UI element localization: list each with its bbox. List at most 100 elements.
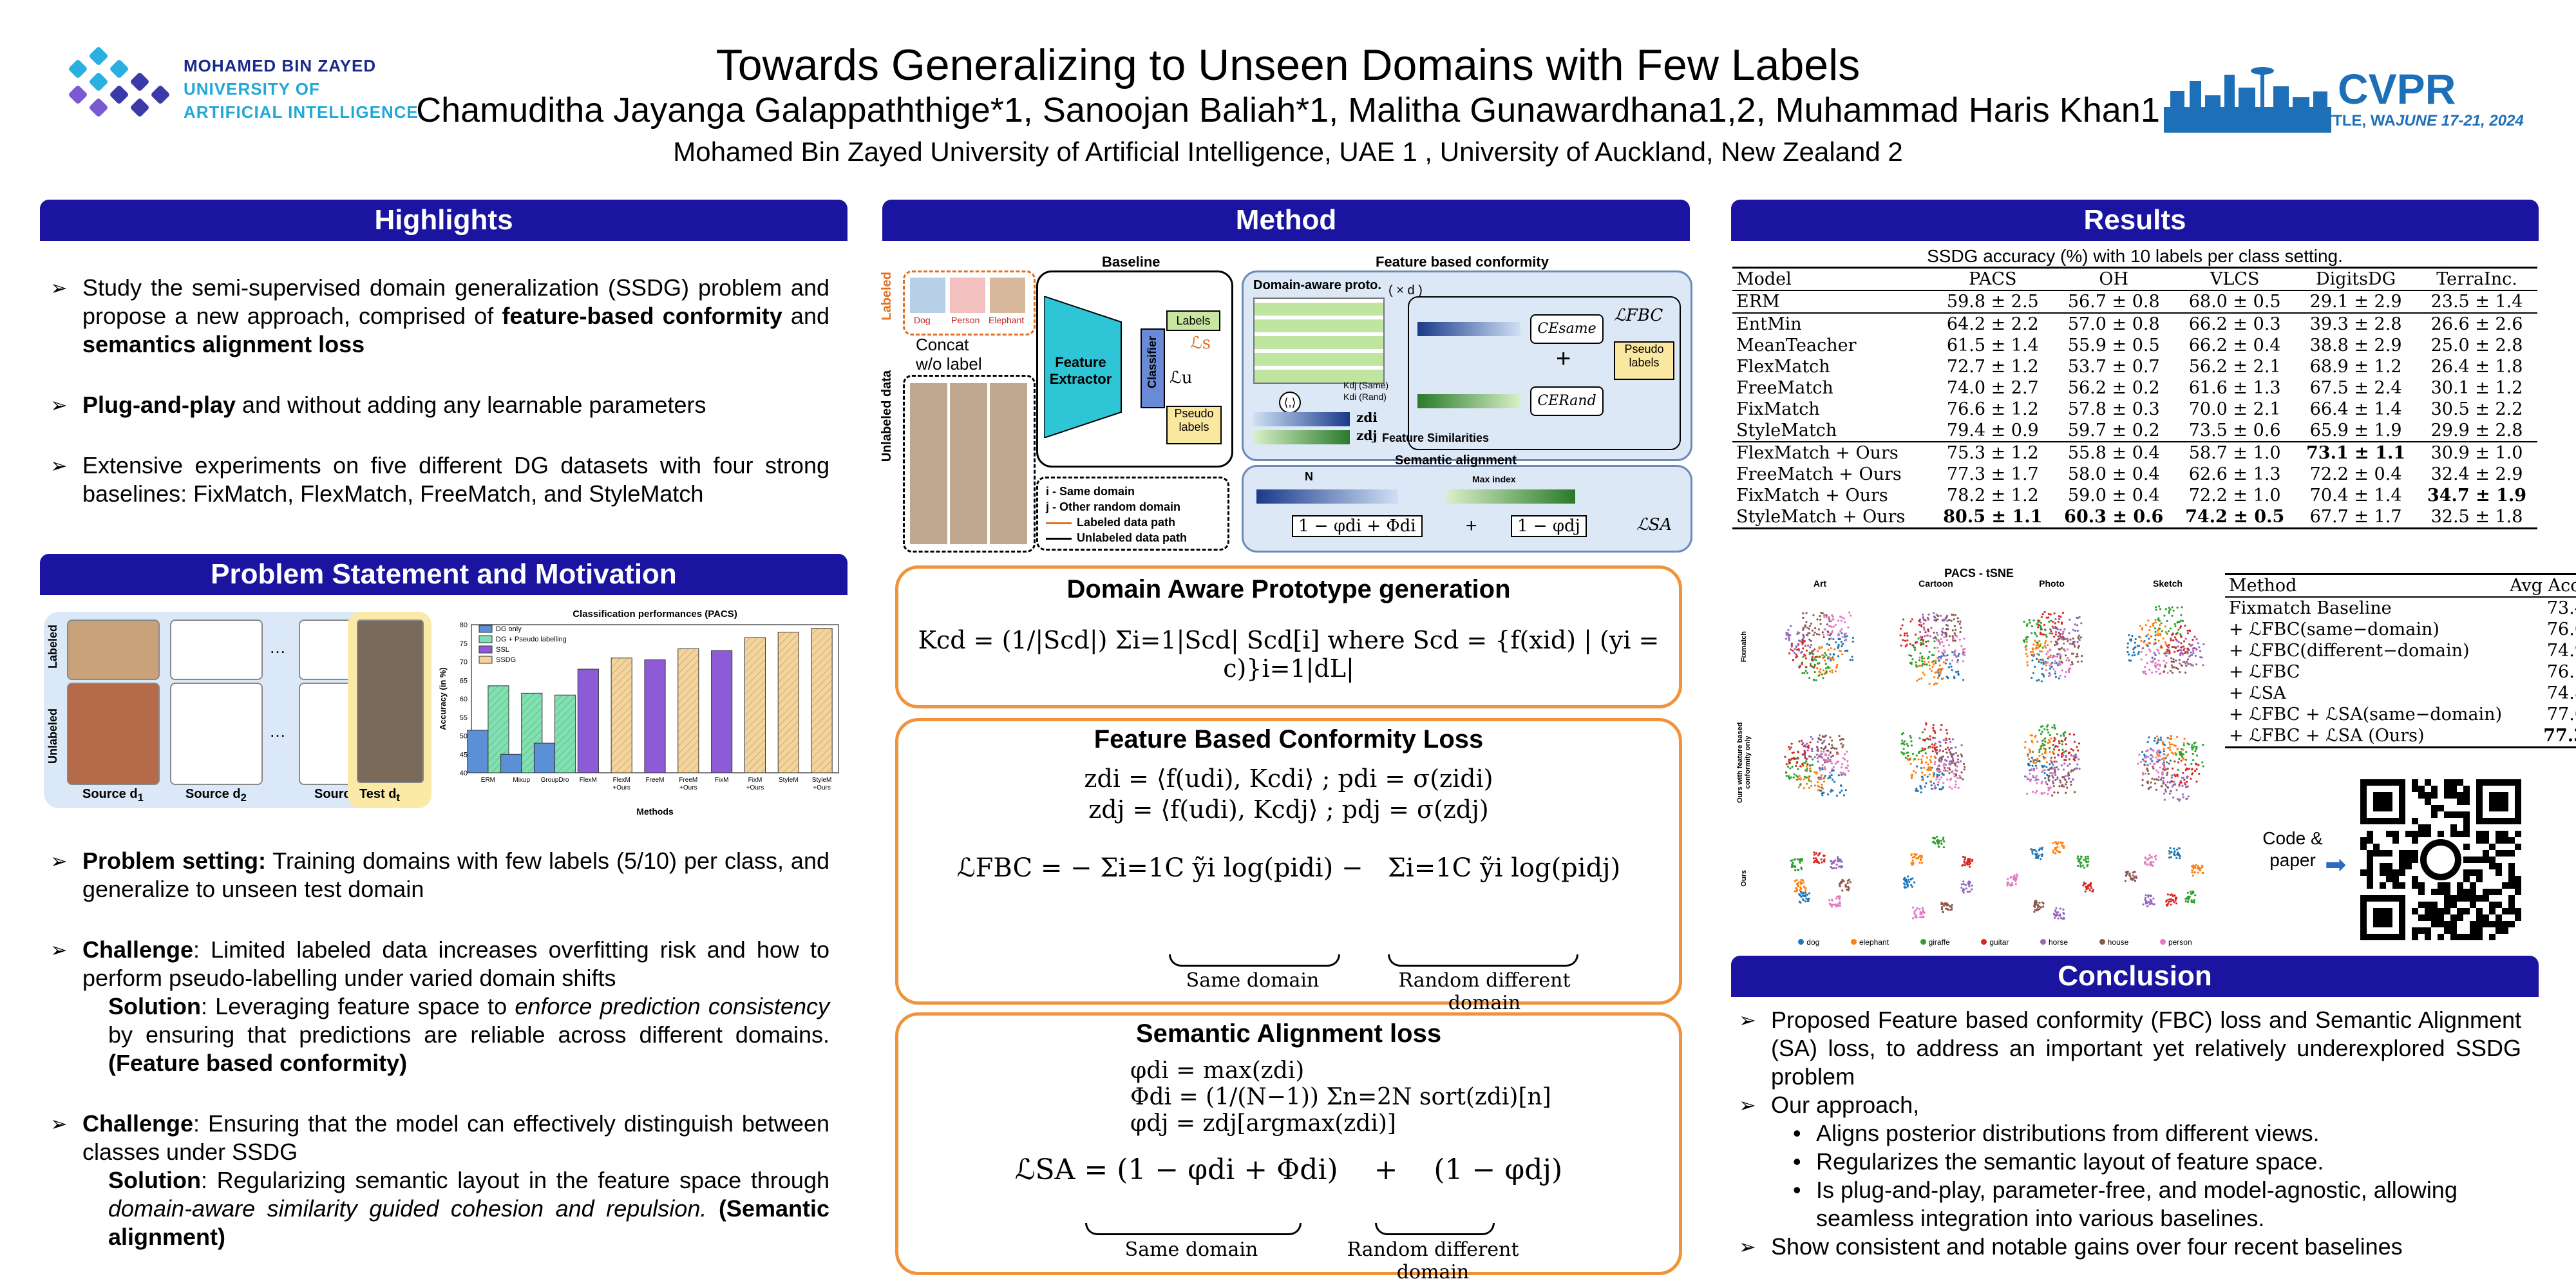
- tsne-point: [2051, 762, 2054, 764]
- tsne-point: [1921, 665, 1924, 667]
- tsne-point: [1950, 620, 1953, 622]
- tsne-point: [2196, 866, 2199, 869]
- tsne-point: [2023, 746, 2027, 749]
- tsne-point: [1933, 762, 1936, 766]
- tsne-point: [1925, 782, 1927, 784]
- same-prediction-bar: [1417, 322, 1520, 336]
- labeled-input-label: Labeled: [880, 272, 894, 321]
- tsne-point: [2066, 638, 2069, 640]
- tsne-point: [2012, 876, 2015, 879]
- tsne-point: [2197, 642, 2200, 645]
- tsne-point: [1910, 853, 1913, 857]
- tsne-point: [2041, 739, 2044, 742]
- tsne-point: [1949, 663, 1951, 665]
- tsne-point: [1969, 858, 1971, 860]
- tsne-point: [2025, 649, 2027, 651]
- tsne-point: [1801, 643, 1804, 645]
- tsne-point: [2054, 773, 2057, 777]
- tsne-point: [2049, 750, 2051, 753]
- tsne-point: [2137, 651, 2140, 654]
- results-header: Results: [1731, 200, 2539, 241]
- tsne-point: [2060, 638, 2063, 640]
- tsne-point: [1945, 635, 1947, 638]
- table-cell: 59.0 ± 0.4: [2067, 486, 2160, 506]
- tsne-point: [1919, 911, 1922, 913]
- tsne-point: [1806, 672, 1809, 674]
- table-cell: 66.2 ± 0.4: [2188, 336, 2281, 355]
- tsne-point: [2134, 638, 2137, 641]
- tsne-point: [2150, 759, 2153, 761]
- tsne-point: [2155, 670, 2157, 673]
- tsne-point: [1933, 782, 1935, 785]
- qr-code[interactable]: [2360, 779, 2521, 940]
- tsne-point: [2032, 672, 2035, 674]
- tsne-point: [1805, 760, 1808, 762]
- tsne-point: [1953, 753, 1955, 755]
- tsne-point: [2138, 753, 2141, 756]
- y-tick-label: 40: [460, 770, 468, 777]
- table-cell: 59.8 ± 2.5: [1946, 292, 2039, 312]
- tsne-point: [1957, 672, 1960, 675]
- tsne-point: [1933, 787, 1936, 790]
- tsne-point: [1929, 759, 1931, 761]
- tsne-point: [1831, 671, 1833, 674]
- zdi-bar: [1253, 412, 1350, 426]
- tsne-point: [1815, 772, 1817, 775]
- tsne-point: [2176, 853, 2179, 856]
- tsne-point: [2180, 642, 2183, 645]
- tsne-point: [2169, 893, 2172, 896]
- tsne-point: [1804, 666, 1808, 668]
- tsne-point: [2061, 844, 2063, 847]
- tsne-point: [1942, 661, 1945, 663]
- tsne-point: [1933, 640, 1936, 643]
- tsne-point: [1798, 639, 1801, 642]
- unlabeled-images-box: [903, 375, 1036, 553]
- tsne-point: [2036, 679, 2038, 682]
- tsne-point: [2056, 663, 2059, 665]
- tsne-point: [1938, 664, 1941, 667]
- tsne-point: [1792, 658, 1794, 661]
- tsne-point: [1815, 633, 1819, 636]
- tsne-point: [2191, 748, 2193, 751]
- tsne-point: [2127, 653, 2130, 656]
- tsne-point: [1921, 907, 1924, 909]
- tsne-point: [2026, 655, 2029, 658]
- tsne-column-label: Sketch: [2153, 578, 2183, 589]
- tsne-point: [2132, 648, 2135, 650]
- x-tick-label: Mixup: [513, 777, 530, 784]
- tsne-point: [2202, 871, 2204, 875]
- tsne-point: [1806, 768, 1808, 770]
- chart-bar-hatch: [744, 638, 766, 773]
- tsne-point: [1906, 881, 1908, 884]
- tsne-point: [1920, 643, 1922, 646]
- tsne-point: [1793, 757, 1795, 761]
- tsne-point: [2052, 667, 2055, 670]
- tsne-point: [1920, 761, 1924, 763]
- tsne-point: [1920, 762, 1923, 764]
- tsne-point: [2149, 786, 2152, 789]
- tsne-point: [2050, 630, 2052, 632]
- y-tick-label: 80: [460, 621, 468, 629]
- tsne-point: [2152, 765, 2154, 768]
- tsne-point: [2155, 855, 2157, 857]
- tsne-point: [1944, 766, 1946, 769]
- conclusion-subitem: Regularizes the semantic layout of featu…: [1790, 1148, 2521, 1176]
- tsne-point: [1962, 889, 1965, 892]
- tsne-point: [2186, 891, 2189, 894]
- table-cell: 77.0: [2546, 705, 2576, 724]
- tsne-point: [1802, 616, 1804, 619]
- tsne-point: [1902, 618, 1905, 621]
- tsne-point: [2053, 635, 2056, 638]
- tsne-point: [1828, 743, 1831, 746]
- tsne-point: [2139, 636, 2142, 639]
- tsne-point: [2172, 899, 2175, 902]
- tsne-point: [2157, 617, 2160, 620]
- tsne-point: [2037, 620, 2040, 622]
- tsne-point: [2181, 753, 2184, 755]
- tsne-point: [2048, 788, 2050, 790]
- tsne-point: [1823, 761, 1826, 764]
- tsne-point: [2047, 612, 2050, 616]
- tsne-point: [1828, 656, 1831, 659]
- tsne-point: [2057, 620, 2060, 623]
